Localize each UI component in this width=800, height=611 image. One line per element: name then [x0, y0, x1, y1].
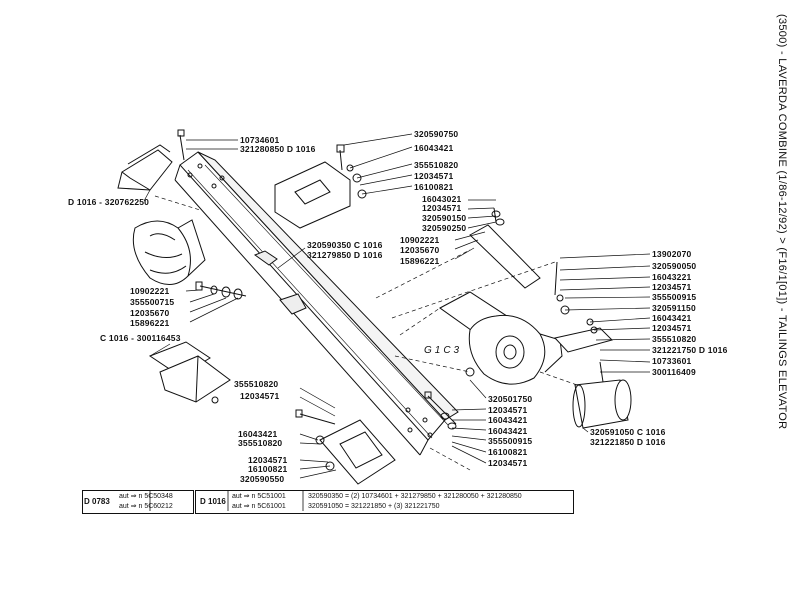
part-label-p39: 12034571 [248, 455, 288, 465]
reference-dash-lines [154, 195, 581, 471]
part-label-p10: 12034571 [422, 203, 462, 213]
left-bolt-set [195, 281, 247, 300]
right-drive-housing [439, 291, 563, 385]
part-label-p23: 13902070 [652, 249, 692, 259]
lower-bracket [295, 409, 396, 485]
part-label-p28: 320591150 [652, 303, 696, 313]
part-label-p12: 320590250 [422, 223, 467, 233]
part-label-p7: 12034571 [414, 171, 454, 181]
footer-note-row1: 320590350 = (2) 10734601 + 321279850 + 3… [308, 493, 522, 500]
part-label-p6: 355510820 [414, 160, 459, 170]
footer-rules [149, 491, 304, 511]
right-side-links [554, 261, 613, 353]
part-label-p13: 320590350 C 1016 [307, 240, 383, 250]
footer-note-row2: 320591050 = 321221850 + (3) 321221750 [308, 503, 440, 510]
part-label-p44: 16043421 [488, 415, 528, 425]
elevator-tube [174, 151, 459, 456]
footer-mid-row1: aut ⇒ n 5C51001 [232, 493, 286, 500]
footer-mid-row2: aut ⇒ n 5C61001 [232, 503, 286, 510]
part-label-p3: D 1016 - 320762250 [68, 197, 150, 207]
part-label-p21: 15896221 [130, 318, 170, 328]
part-label-p48: 12034571 [488, 458, 528, 468]
part-label-p2: 321280850 D 1016 [240, 144, 316, 154]
footer-left-row1: aut ⇒ n 5C50348 [119, 493, 173, 500]
lower-left-bracket [148, 341, 231, 404]
part-label-p26: 12034571 [652, 282, 692, 292]
part-label-p20: 12035670 [130, 308, 170, 318]
left-fan-housing [132, 219, 206, 285]
part-label-p4: 320590750 [414, 129, 459, 139]
part-label-p19: 355500715 [130, 297, 175, 307]
part-label-p36: 12034571 [240, 391, 280, 401]
part-label-p38: 355510820 [238, 438, 283, 448]
part-label-p25: 16043221 [652, 272, 692, 282]
footer-left-row2: aut ⇒ n 5C60212 [119, 503, 173, 510]
part-label-p14: 321279850 D 1016 [307, 250, 383, 260]
footer-serial-box-left: D 0783 aut ⇒ n 5C50348 aut ⇒ n 5C60212 [82, 490, 194, 514]
part-label-p18: 10902221 [130, 286, 170, 296]
outlet-tube [572, 361, 632, 429]
part-label-p30: 12034571 [652, 323, 692, 333]
lower-right-bolts [424, 391, 457, 430]
part-label-p35: 355510820 [234, 379, 279, 389]
part-label-p31: 355510820 [652, 334, 697, 344]
part-label-p33: 10733601 [652, 356, 692, 366]
right-guide-plate [469, 207, 541, 289]
part-label-p40: 16100821 [248, 464, 288, 474]
part-label-p8: 16100821 [414, 182, 454, 192]
group-label: G1C3 [424, 345, 463, 356]
part-label-p9: 16043021 [422, 194, 462, 204]
part-label-p34: 300116409 [652, 367, 696, 377]
leader-lines [143, 133, 651, 479]
part-label-p43: 12034571 [488, 405, 528, 415]
part-label-p41: 320590550 [240, 474, 285, 484]
part-label-p22: C 1016 - 300116453 [100, 333, 181, 343]
part-label-p29: 16043421 [652, 313, 692, 323]
top-mounting-bracket [274, 144, 367, 229]
part-label-p5: 16043421 [414, 143, 454, 153]
footer-left-code: D 0783 [84, 497, 110, 506]
top-cover-plate [117, 129, 185, 191]
page-side-title: (3500) - LAVERDA COMBINE (1/86-12/92) > … [776, 14, 788, 430]
part-label-p46: 355500915 [488, 436, 533, 446]
part-label-p47: 16100821 [488, 447, 528, 457]
part-label-p16: 12035670 [400, 245, 440, 255]
part-label-p1: 10734601 [240, 135, 280, 145]
part-label-p15: 10902221 [400, 235, 440, 245]
part-label-p24: 320590050 [652, 261, 697, 271]
part-label-p42: 320501750 [488, 394, 533, 404]
part-label-p50: 321221850 D 1016 [590, 437, 666, 447]
footer-mid-code: D 1016 [200, 497, 226, 506]
part-label-p17: 15896221 [400, 256, 440, 266]
part-label-p32: 321221750 D 1016 [652, 345, 728, 355]
part-label-p45: 16043421 [488, 426, 528, 436]
part-label-p11: 320590150 [422, 213, 467, 223]
part-label-p37: 16043421 [238, 429, 278, 439]
part-label-p27: 355500915 [652, 292, 697, 302]
footer-serial-box: D 1016 aut ⇒ n 5C51001 aut ⇒ n 5C61001 3… [195, 490, 574, 514]
part-label-p49: 320591050 C 1016 [590, 427, 666, 437]
